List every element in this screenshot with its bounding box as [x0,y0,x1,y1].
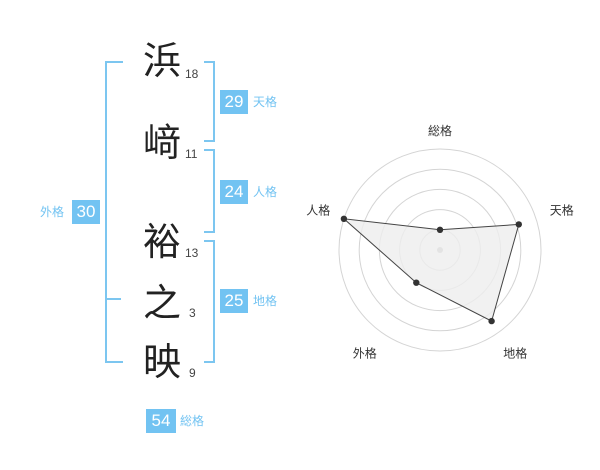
soukaku-label: 総格 [180,414,205,428]
soukaku-value-badge: 54 [146,409,176,433]
stroke-count-5: 9 [189,366,196,380]
radar-axis-label-2: 天格 [550,202,574,217]
tenkaku-bracket [204,61,215,142]
radar-point-1 [436,226,444,233]
stroke-count-2: 11 [185,147,198,161]
jinkaku-value-badge: 24 [220,180,248,204]
name-char-1: 浜 [142,39,181,83]
gaikaku-bracket [105,61,123,363]
jinkaku-bracket [204,149,215,233]
tenkaku-value-badge: 29 [220,90,248,114]
name-char-3: 裕 [142,220,181,264]
name-char-2: 﨑 [142,121,181,165]
radar-axis-label-5: 人格 [306,202,330,217]
radar-axis-label-3: 地格 [503,346,527,361]
radar-ring [358,168,522,332]
radar-point-2 [515,221,522,228]
chikaku-bracket [204,240,215,363]
radar-point-4 [413,279,420,286]
gaikaku-label: 外格 [40,205,65,219]
radar-ring [338,148,542,352]
name-char-4: 之 [142,281,181,325]
stroke-count-3: 13 [185,246,199,260]
radar-point-3 [488,317,495,325]
gaikaku-bracket-tick [105,298,121,300]
jinkaku-label: 人格 [253,185,278,199]
chikaku-label: 地格 [253,294,278,308]
radar-point-5 [340,215,348,222]
name-char-5: 映 [142,340,181,384]
tenkaku-label: 天格 [253,95,278,109]
radar-axis-label-4: 外格 [353,346,377,361]
radar-axis-label-1: 総格 [428,123,452,138]
radar-polygon [342,218,520,322]
chikaku-value-badge: 25 [220,289,248,313]
gaikaku-value-badge: 30 [72,200,100,224]
stroke-count-1: 18 [185,67,199,81]
stroke-count-4: 3 [189,306,196,320]
